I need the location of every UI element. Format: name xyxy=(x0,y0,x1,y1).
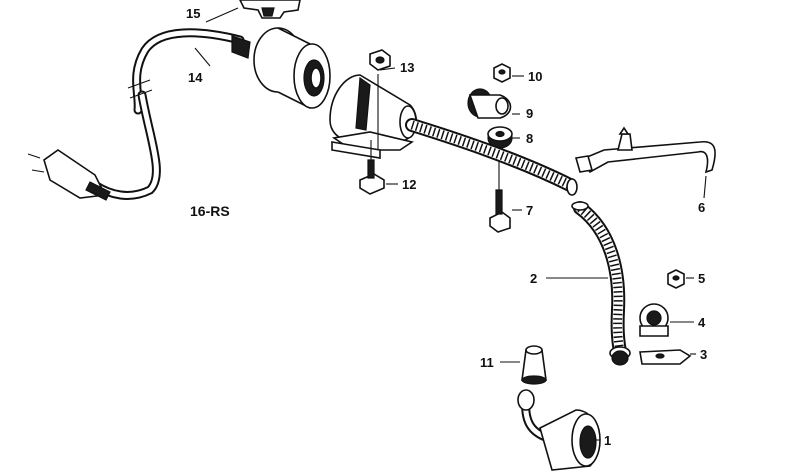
part-5-nut xyxy=(667,269,685,289)
part-6-bracket xyxy=(574,126,716,174)
callout-12: 12 xyxy=(402,177,416,192)
part-8-washer xyxy=(487,126,513,149)
part-14-extension-cable xyxy=(27,27,331,201)
part-9-grommet xyxy=(467,88,512,119)
callout-13: 13 xyxy=(400,60,414,75)
callout-10: 10 xyxy=(528,69,542,84)
leader-lines xyxy=(194,7,707,441)
part-4-clamp xyxy=(639,303,669,337)
part-13-nut xyxy=(369,49,391,71)
callout-1: 1 xyxy=(604,433,611,448)
callout-labels: 15 14 13 12 10 9 8 7 6 2 5 4 3 11 1 16-R… xyxy=(186,6,707,448)
callout-7: 7 xyxy=(526,203,533,218)
callout-4: 4 xyxy=(698,315,706,330)
heater-hose xyxy=(405,118,578,196)
callout-14: 14 xyxy=(188,70,203,85)
callout-9: 9 xyxy=(526,106,533,121)
callout-15: 15 xyxy=(186,6,200,21)
group-label: 16-RS xyxy=(190,203,230,219)
part-3-plate xyxy=(639,349,692,365)
part-7-bolt xyxy=(489,160,511,233)
callout-3: 3 xyxy=(700,347,707,362)
part-2-hose xyxy=(571,201,631,366)
part-10-nut xyxy=(493,63,511,83)
heater-housing xyxy=(329,74,418,159)
part-15-bracket xyxy=(239,0,301,19)
part-1-heater-element xyxy=(517,389,601,471)
part-11-plug xyxy=(521,345,547,385)
callout-11: 11 xyxy=(480,355,494,370)
callout-5: 5 xyxy=(698,271,705,286)
callout-6: 6 xyxy=(698,200,705,215)
part-12-bolt xyxy=(359,140,385,195)
callout-8: 8 xyxy=(526,131,533,146)
callout-2: 2 xyxy=(530,271,537,286)
